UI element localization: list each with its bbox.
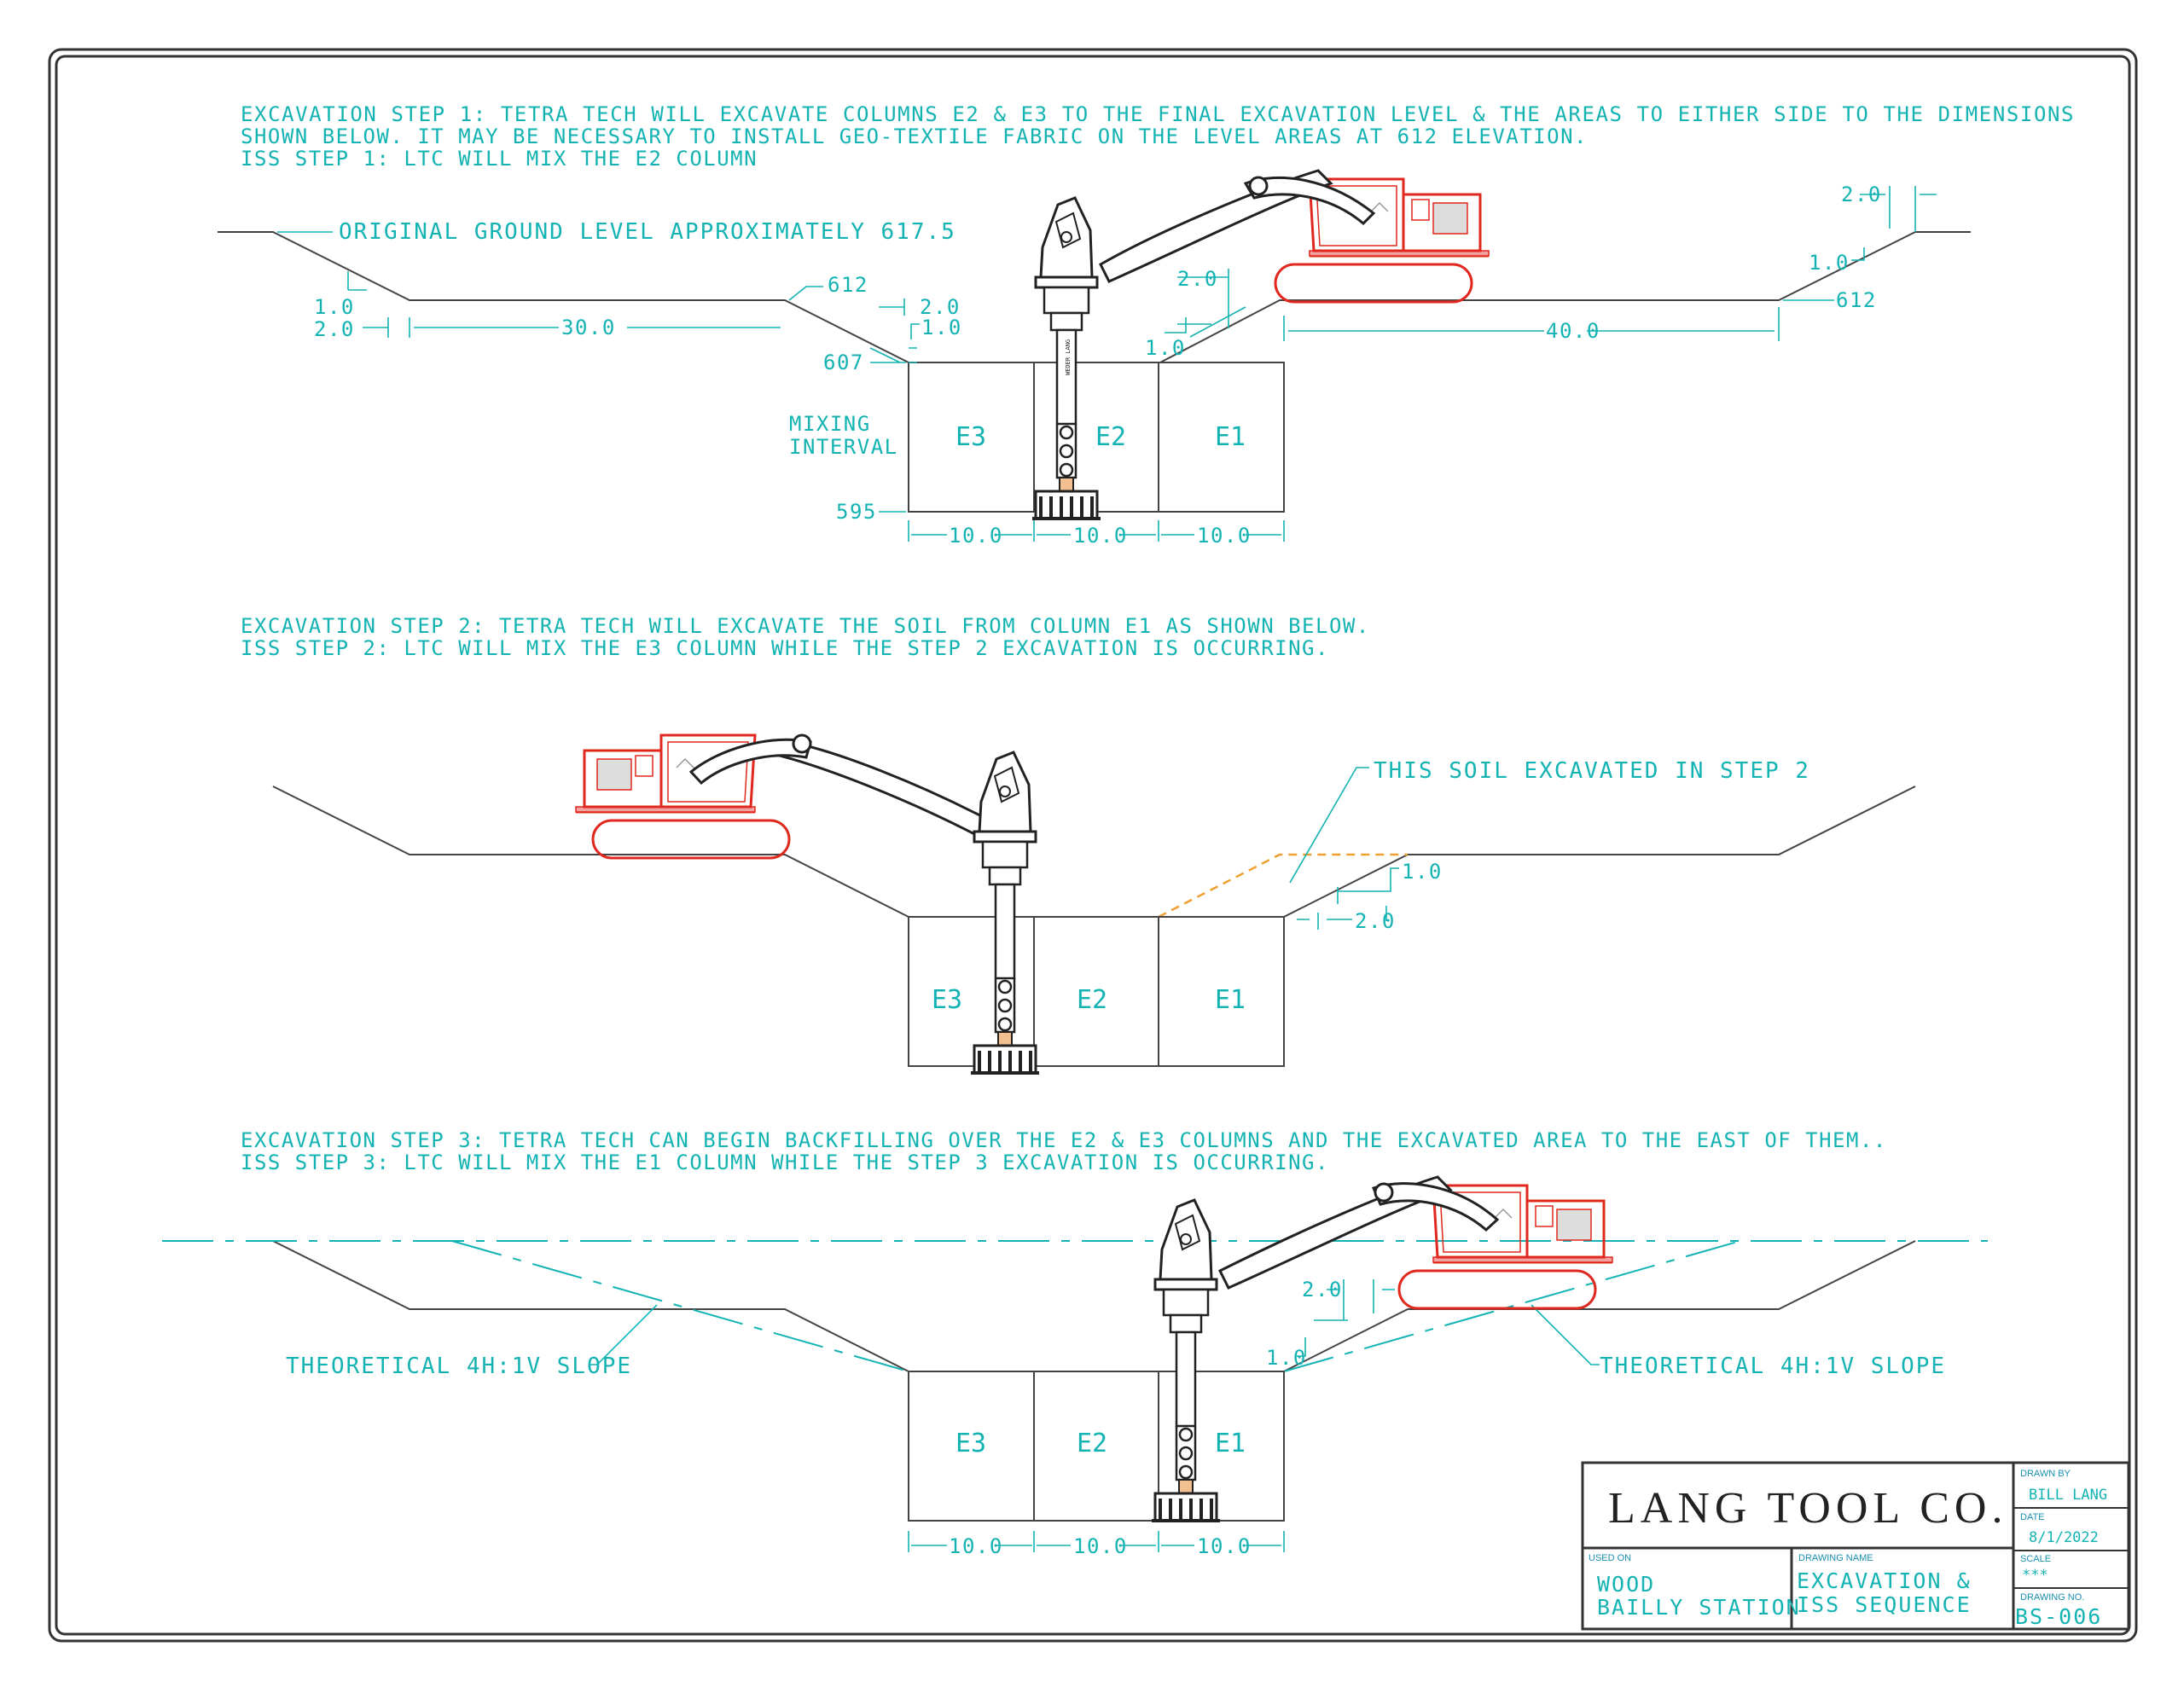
boom-icon: [688, 733, 991, 840]
drawn-by-label: DRAWN BY: [2020, 1469, 2071, 1479]
mast-text: WEDER LANG: [1065, 339, 1072, 375]
dim-40: 40.0: [1546, 319, 1600, 343]
section3-annotations: THEORETICAL 4H:1V SLOPE THEORETICAL 4H:1…: [286, 1278, 1946, 1558]
s2-dim-2: 2.0: [1355, 909, 1396, 933]
dim-30: 30.0: [561, 316, 616, 339]
slope-left-label: THEORETICAL 4H:1V SLOPE: [286, 1354, 632, 1379]
step2-note-line2: ISS STEP 2: LTC WILL MIX THE E3 COLUMN W…: [241, 636, 1329, 660]
s3-column-label-e3: E3: [956, 1429, 986, 1458]
boom-icon: [1217, 1175, 1500, 1290]
date-label: DATE: [2020, 1512, 2045, 1522]
step1-notes: EXCAVATION STEP 1: TETRA TECH WILL EXCAV…: [241, 102, 2075, 171]
date-value: 8/1/2022: [2029, 1529, 2099, 1546]
dim-2-inner: 2.0: [920, 295, 961, 319]
mixing-label: MIXING: [789, 412, 871, 436]
column-label-e2: E2: [1095, 422, 1126, 452]
s3-column-label-e1: E1: [1215, 1429, 1246, 1458]
drawing-name-line1: EXCAVATION &: [1797, 1568, 1972, 1593]
drawing-no-label: DRAWING NO.: [2020, 1592, 2084, 1603]
dim-1-left: 1.0: [314, 295, 355, 319]
section2-profile: E3 E2 E1: [272, 786, 1916, 1067]
section3-equipment: [1150, 1175, 1614, 1522]
interval-label: INTERVAL: [789, 435, 898, 459]
s3-dim-2: 2.0: [1302, 1278, 1343, 1301]
section2-annotations: THIS SOIL EXCAVATED IN STEP 2 1.0 2.0: [1289, 758, 1810, 933]
s3-dim-1: 1.0: [1266, 1346, 1307, 1370]
elev-612-left: 612: [828, 273, 868, 297]
column-label-e1: E1: [1215, 422, 1246, 452]
used-on-line2: BAILLY STATION: [1597, 1595, 1801, 1620]
drawing-no-value: BS-006: [2015, 1604, 2102, 1629]
drawn-by-value: BILL LANG: [2029, 1487, 2107, 1504]
step3-note-line1: EXCAVATION STEP 3: TETRA TECH CAN BEGIN …: [241, 1128, 1887, 1152]
col-dim-1: 10.0: [949, 524, 1003, 548]
column-label-e3: E3: [956, 422, 986, 452]
dim-2-left: 2.0: [314, 317, 355, 341]
dim-1-inner: 1.0: [921, 316, 962, 339]
dim-2-far: 2.0: [1841, 183, 1882, 206]
dim-1-rexc: 1.0: [1145, 336, 1186, 360]
s2-dim-1: 1.0: [1402, 860, 1443, 884]
scale-label: SCALE: [2020, 1554, 2051, 1564]
section1-equipment: WEDER LANG: [1031, 169, 1490, 520]
used-on-line1: WOOD: [1597, 1572, 1655, 1597]
step1-note-line1: EXCAVATION STEP 1: TETRA TECH WILL EXCAV…: [241, 102, 2075, 126]
dim-1-far: 1.0: [1809, 251, 1850, 275]
section1-profile: E3 E2 E1: [218, 231, 1971, 513]
dim-2-rexc: 2.0: [1177, 267, 1218, 291]
ground-level-label: ORIGINAL GROUND LEVEL APPROXIMATELY 617.…: [339, 219, 956, 245]
col-dim-2: 10.0: [1073, 524, 1128, 548]
step3-notes: EXCAVATION STEP 3: TETRA TECH CAN BEGIN …: [241, 1128, 1887, 1174]
section2-equipment: [574, 733, 1041, 1075]
s3-column-label-e2: E2: [1077, 1429, 1107, 1458]
step1-note-line3: ISS STEP 1: LTC WILL MIX THE E2 COLUMN: [241, 147, 758, 171]
slope-right-label: THEORETICAL 4H:1V SLOPE: [1600, 1354, 1946, 1379]
s2-column-label-e1: E1: [1215, 985, 1246, 1015]
s3-col-dim-3: 10.0: [1197, 1534, 1252, 1558]
step1-note-line2: SHOWN BELOW. IT MAY BE NECESSARY TO INST…: [241, 125, 1588, 148]
section1-annotations: ORIGINAL GROUND LEVEL APPROXIMATELY 617.…: [277, 183, 1937, 548]
col-dim-3: 10.0: [1197, 524, 1252, 548]
company-name: LANG TOOL CO.: [1608, 1484, 2007, 1533]
step2-notes: EXCAVATION STEP 2: TETRA TECH WILL EXCAV…: [241, 614, 1370, 660]
elev-595: 595: [836, 500, 877, 524]
boom-icon: [1099, 169, 1376, 283]
scale-value: ***: [2022, 1567, 2048, 1584]
soil-excavated-label: THIS SOIL EXCAVATED IN STEP 2: [1374, 758, 1810, 784]
s3-col-dim-1: 10.0: [949, 1534, 1003, 1558]
mixing-rig-icon: [1150, 1198, 1222, 1522]
s3-col-dim-2: 10.0: [1073, 1534, 1128, 1558]
drawing-name-line2: ISS SEQUENCE: [1797, 1592, 1972, 1617]
s2-column-label-e2: E2: [1077, 985, 1107, 1015]
section3-profile: E3 E2 E1: [162, 1240, 1988, 1522]
step3-note-line2: ISS STEP 3: LTC WILL MIX THE E1 COLUMN W…: [241, 1151, 1329, 1174]
s2-column-label-e3: E3: [932, 985, 962, 1015]
step2-note-line1: EXCAVATION STEP 2: TETRA TECH WILL EXCAV…: [241, 614, 1370, 638]
mixing-rig-icon: [969, 751, 1041, 1075]
drawing-name-label: DRAWING NAME: [1798, 1553, 1873, 1563]
elev-612-right: 612: [1836, 288, 1877, 312]
title-block: LANG TOOL CO. DRAWN BY BILL LANG DATE 8/…: [1581, 1461, 2130, 1631]
used-on-label: USED ON: [1589, 1553, 1631, 1563]
elev-607: 607: [823, 351, 864, 374]
sheet-border: [48, 48, 2138, 1643]
